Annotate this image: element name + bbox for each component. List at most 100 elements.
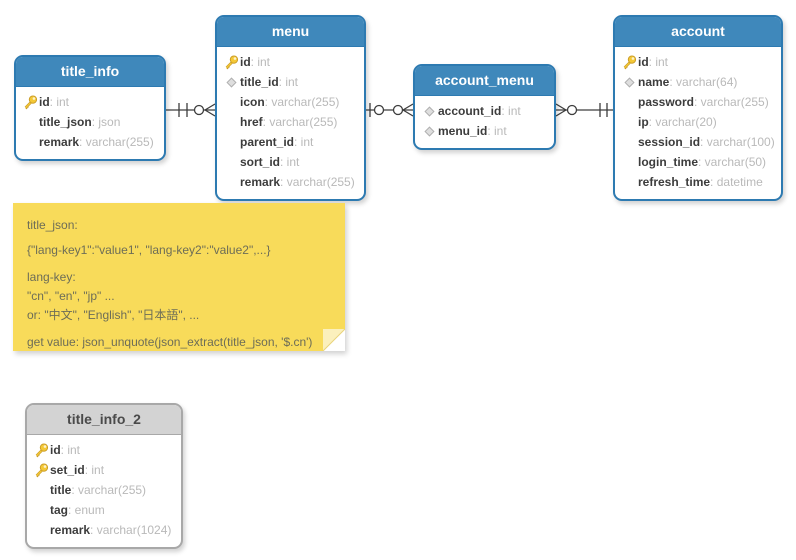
field-name: icon bbox=[240, 95, 265, 109]
field-type: : int bbox=[278, 75, 299, 89]
table-title: account bbox=[615, 17, 781, 47]
field-row: ip: varchar(20) bbox=[621, 112, 775, 132]
field-row: id: int bbox=[621, 52, 775, 72]
field-row: title: varchar(255) bbox=[33, 480, 175, 500]
field-name: title_json bbox=[39, 115, 92, 129]
field-name: login_time bbox=[638, 155, 699, 169]
field-type: : int bbox=[648, 55, 669, 69]
field-name: title bbox=[50, 483, 72, 497]
field-type: : int bbox=[294, 135, 314, 149]
field-row: sort_id: int bbox=[223, 152, 358, 172]
field-type: : int bbox=[60, 443, 81, 457]
diamond-icon bbox=[223, 76, 240, 89]
field-type: : varchar(50) bbox=[698, 155, 767, 169]
field-row: menu_id: int bbox=[421, 121, 548, 141]
note-fold-corner bbox=[323, 329, 345, 351]
field-name: sort_id bbox=[240, 155, 281, 169]
key-icon bbox=[33, 442, 50, 458]
field-row: title_json: json bbox=[22, 112, 158, 132]
field-name: name bbox=[638, 75, 670, 89]
field-type: : int bbox=[487, 124, 507, 138]
field-row: id: int bbox=[33, 440, 175, 460]
field-type: : int bbox=[49, 95, 70, 109]
field-row: title_id: int bbox=[223, 72, 358, 92]
diamond-icon bbox=[421, 105, 438, 118]
table-title: title_info bbox=[16, 57, 164, 87]
field-row: account_id: int bbox=[421, 101, 548, 121]
key-icon bbox=[33, 462, 50, 478]
field-row: parent_id: int bbox=[223, 132, 358, 152]
field-name: session_id bbox=[638, 135, 701, 149]
field-name: ip bbox=[638, 115, 649, 129]
field-name: tag bbox=[50, 503, 68, 517]
field-row: password: varchar(255) bbox=[621, 92, 775, 112]
field-name: menu_id bbox=[438, 124, 488, 138]
field-name: refresh_time bbox=[638, 175, 711, 189]
note-line: title_json: bbox=[27, 218, 78, 232]
field-name: remark bbox=[39, 135, 80, 149]
field-name: id bbox=[240, 55, 251, 69]
field-name: remark bbox=[50, 523, 91, 537]
field-name: href bbox=[240, 115, 263, 129]
field-type: : varchar(255) bbox=[262, 115, 338, 129]
field-row: session_id: varchar(100) bbox=[621, 132, 775, 152]
field-type: : int bbox=[250, 55, 271, 69]
field-name: password bbox=[638, 95, 695, 109]
diamond-icon bbox=[421, 125, 438, 138]
field-row: href: varchar(255) bbox=[223, 112, 358, 132]
field-name: id bbox=[50, 443, 61, 457]
field-row: tag: enum bbox=[33, 500, 175, 520]
key-icon bbox=[22, 94, 39, 110]
field-type: : json bbox=[91, 115, 121, 129]
table-title: title_info_2 bbox=[27, 405, 181, 435]
field-name: set_id bbox=[50, 463, 85, 477]
field-type: : varchar(255) bbox=[71, 483, 147, 497]
field-row: id: int bbox=[22, 92, 158, 112]
sticky-note[interactable]: title_json: {"lang-key1":"value1", "lang-… bbox=[13, 203, 345, 351]
field-row: login_time: varchar(50) bbox=[621, 152, 775, 172]
note-line: "cn", "en", "jp" ... bbox=[27, 289, 115, 303]
field-name: id bbox=[638, 55, 649, 69]
field-type: : varchar(255) bbox=[694, 95, 769, 109]
field-row: remark: varchar(1024) bbox=[33, 520, 175, 540]
field-row: id: int bbox=[223, 52, 358, 72]
field-type: : varchar(20) bbox=[648, 115, 717, 129]
relationship-title_info-menu[interactable] bbox=[166, 103, 216, 117]
field-name: title_id bbox=[240, 75, 279, 89]
note-line: lang-key: bbox=[27, 270, 76, 284]
note-line: {"lang-key1":"value1", "lang-key2":"valu… bbox=[27, 243, 271, 257]
field-type: : varchar(255) bbox=[264, 95, 340, 109]
note-line: get value: json_unquote(json_extract(tit… bbox=[27, 335, 313, 349]
relationship-account_menu-account[interactable] bbox=[554, 103, 613, 117]
field-row: icon: varchar(255) bbox=[223, 92, 358, 112]
field-type: : varchar(1024) bbox=[90, 523, 172, 537]
field-name: id bbox=[39, 95, 50, 109]
field-row: name: varchar(64) bbox=[621, 72, 775, 92]
field-type: : int bbox=[280, 155, 300, 169]
key-icon bbox=[223, 54, 240, 70]
field-type: : varchar(100) bbox=[700, 135, 775, 149]
field-row: remark: varchar(255) bbox=[22, 132, 158, 152]
field-row: refresh_time: datetime bbox=[621, 172, 775, 192]
key-icon bbox=[621, 54, 638, 70]
field-type: : varchar(64) bbox=[669, 75, 738, 89]
relationship-menu-account_menu[interactable] bbox=[364, 103, 414, 117]
field-type: : int bbox=[501, 104, 521, 118]
table-title: menu bbox=[217, 17, 364, 47]
field-type: : datetime bbox=[710, 175, 763, 189]
table-title: account_menu bbox=[415, 66, 554, 96]
field-type: : varchar(255) bbox=[280, 175, 355, 189]
field-row: remark: varchar(255) bbox=[223, 172, 358, 192]
